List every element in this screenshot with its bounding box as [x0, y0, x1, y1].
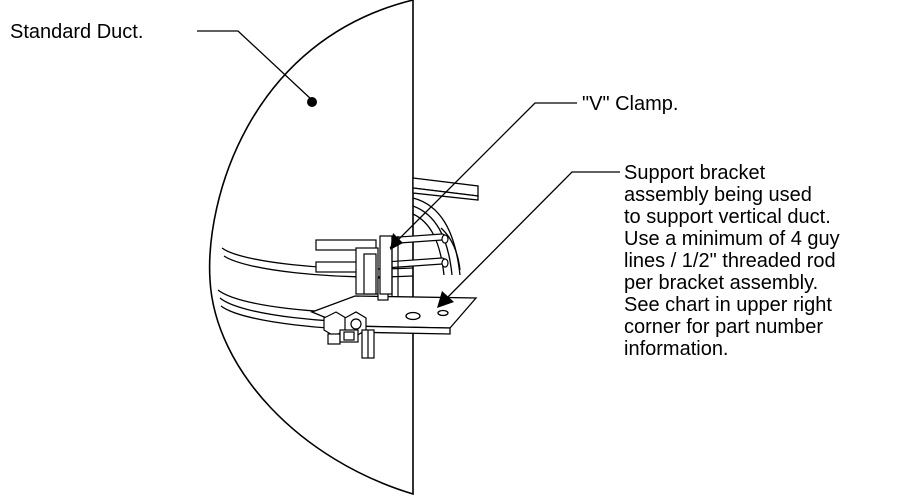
standard-duct-dot: [307, 97, 317, 107]
support-bracket-line: Support bracket: [624, 162, 766, 184]
support-bracket-line: per bracket assembly.: [624, 272, 818, 294]
support-bracket-arrowhead: [437, 291, 454, 308]
leader-lines: [197, 30, 620, 306]
support-bracket-line: information.: [624, 338, 729, 360]
standard-duct-outline: [208, 0, 414, 496]
standard-duct-leader: [197, 30, 313, 101]
standard-duct-label: Standard Duct.: [10, 21, 143, 43]
bracket-bolts: [323, 311, 375, 359]
upper-bracket-plate: [412, 177, 479, 201]
clamp-hardware: [315, 235, 399, 301]
support-bracket-label: Support bracket assembly being used to s…: [624, 162, 840, 360]
support-bracket-line: assembly being used: [624, 184, 812, 206]
v-clamp-arrowhead: [390, 233, 403, 250]
v-clamp-leader: [389, 102, 577, 249]
support-bracket-line: to support vertical duct.: [624, 206, 831, 228]
support-bracket-line: See chart in upper right: [624, 294, 832, 316]
support-bracket-line: Use a minimum of 4 guy: [624, 228, 840, 250]
support-bracket-line: corner for part number: [624, 316, 823, 338]
support-bracket-line: lines / 1/2" threaded rod: [624, 250, 836, 272]
v-clamp-label: "V" Clamp.: [582, 93, 678, 115]
support-bracket-leader: [439, 171, 620, 306]
